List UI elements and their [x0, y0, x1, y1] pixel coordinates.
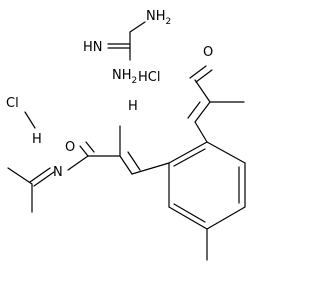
- bond: [168, 206, 208, 230]
- bond: [173, 148, 206, 167]
- bond: [131, 162, 170, 175]
- bond: [195, 69, 213, 83]
- upper-propenamide: [187, 65, 245, 143]
- atom-label: HN: [83, 40, 103, 55]
- hcl-left-group: [24, 111, 36, 129]
- atom-label: NH2: [146, 9, 171, 27]
- bond: [119, 155, 133, 175]
- molecule-diagram: NH2 HN NH2 HCl H O Cl H O N: [6, 9, 246, 261]
- atom-label: O: [203, 45, 213, 60]
- bond: [189, 65, 207, 79]
- atom-label: NH2: [112, 68, 137, 86]
- atom-label: O: [65, 140, 75, 155]
- atom-label: H: [32, 132, 42, 147]
- bond: [194, 121, 208, 143]
- bond: [173, 203, 206, 223]
- bond: [127, 151, 141, 171]
- isopropylidene-group: [7, 167, 55, 213]
- bond: [206, 141, 246, 164]
- bond: [24, 111, 36, 129]
- atom-label: H: [128, 99, 138, 114]
- bond: [194, 79, 211, 103]
- guanidine-group: [107, 21, 146, 61]
- bond: [85, 141, 95, 153]
- bond: [29, 167, 51, 183]
- atom-label: Cl: [6, 96, 19, 111]
- bond: [168, 141, 208, 164]
- bond: [206, 206, 246, 230]
- bond: [7, 167, 33, 185]
- structure-svg: NH2 HN NH2 HCl H O Cl H O N: [6, 9, 246, 261]
- atom-label: N: [53, 165, 63, 180]
- bond: [187, 101, 201, 119]
- bond: [33, 171, 55, 187]
- bond: [79, 145, 89, 157]
- bond: [194, 101, 211, 123]
- bond: [67, 155, 89, 171]
- benzene-ring: [168, 141, 246, 261]
- bond: [129, 21, 146, 33]
- lower-propenamide: [67, 125, 170, 175]
- atom-label: HCl: [138, 70, 160, 85]
